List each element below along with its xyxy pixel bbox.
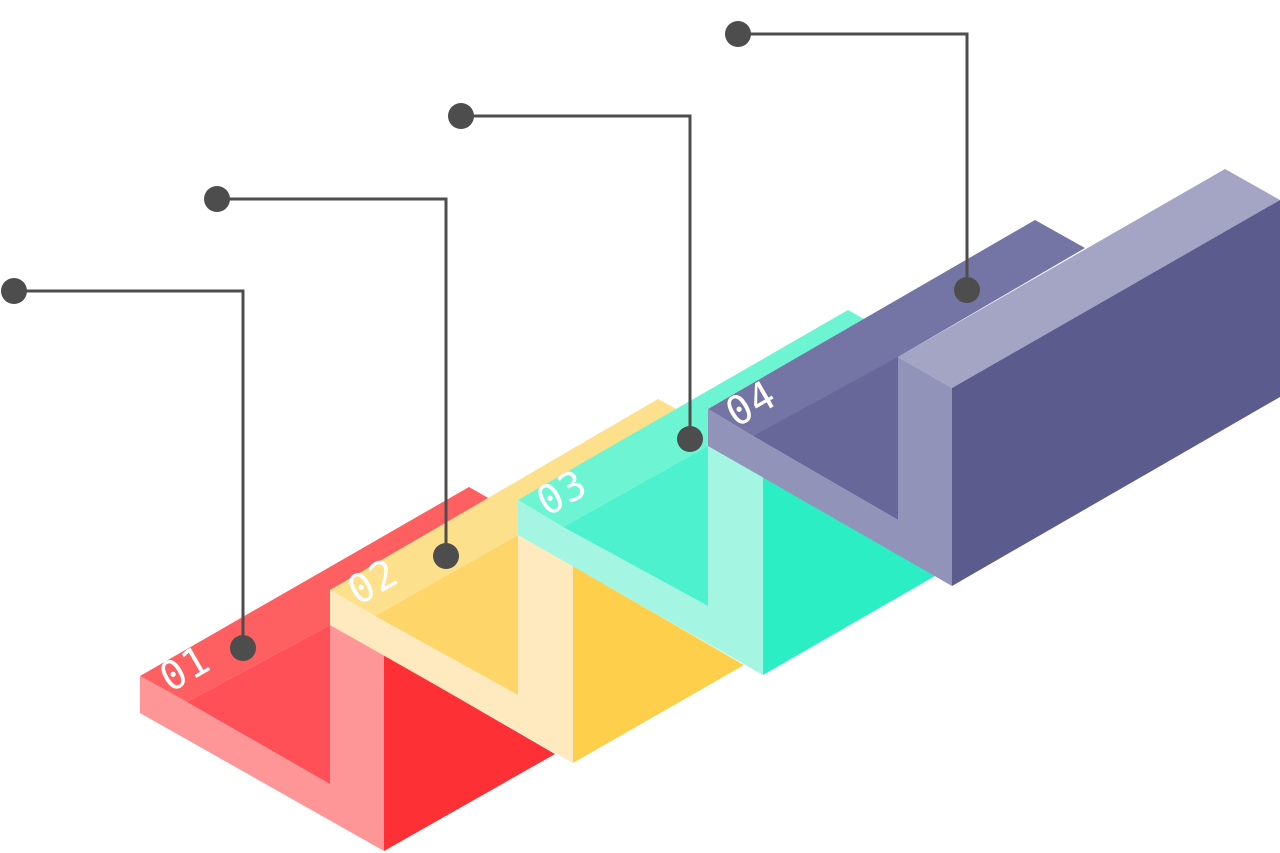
step-02: 02 xyxy=(330,399,744,763)
leader-lines xyxy=(1,21,980,661)
leader-line-04 xyxy=(738,32,969,290)
step-01-side-face xyxy=(384,655,555,851)
leader-line-02 xyxy=(217,197,448,556)
leader-01-start-dot xyxy=(1,278,27,304)
leader-03-start-dot xyxy=(448,103,474,129)
step-01: 01 xyxy=(140,487,555,851)
leader-line-01 xyxy=(14,289,245,648)
leader-line-03 xyxy=(461,114,692,439)
step-01-inner-face xyxy=(187,625,330,784)
step-04-side-face xyxy=(952,200,1280,586)
step-02-front-face xyxy=(330,535,573,763)
step-04: 04 xyxy=(708,169,1280,586)
step-02-top-face xyxy=(330,399,680,616)
leader-02-start-dot xyxy=(204,186,230,212)
step-02-inner-face xyxy=(375,535,518,695)
leader-01-end-dot xyxy=(230,635,256,661)
step-03-side-face xyxy=(763,477,935,675)
step-02-side-face xyxy=(573,566,744,763)
leader-02-end-dot xyxy=(433,543,459,569)
step-01-top-face xyxy=(140,487,490,702)
leader-04-end-dot xyxy=(954,277,980,303)
leader-04-start-dot xyxy=(725,21,751,47)
step-03-inner-face xyxy=(563,446,708,606)
step-04-inner-face xyxy=(753,357,898,520)
leader-03-end-dot xyxy=(677,426,703,452)
step-03-front-face xyxy=(518,446,763,675)
step-04-front-face xyxy=(708,357,952,586)
step-04-cap-face xyxy=(898,169,1280,388)
step-01-front-face xyxy=(140,625,384,851)
step-04-top-face xyxy=(708,220,1085,436)
